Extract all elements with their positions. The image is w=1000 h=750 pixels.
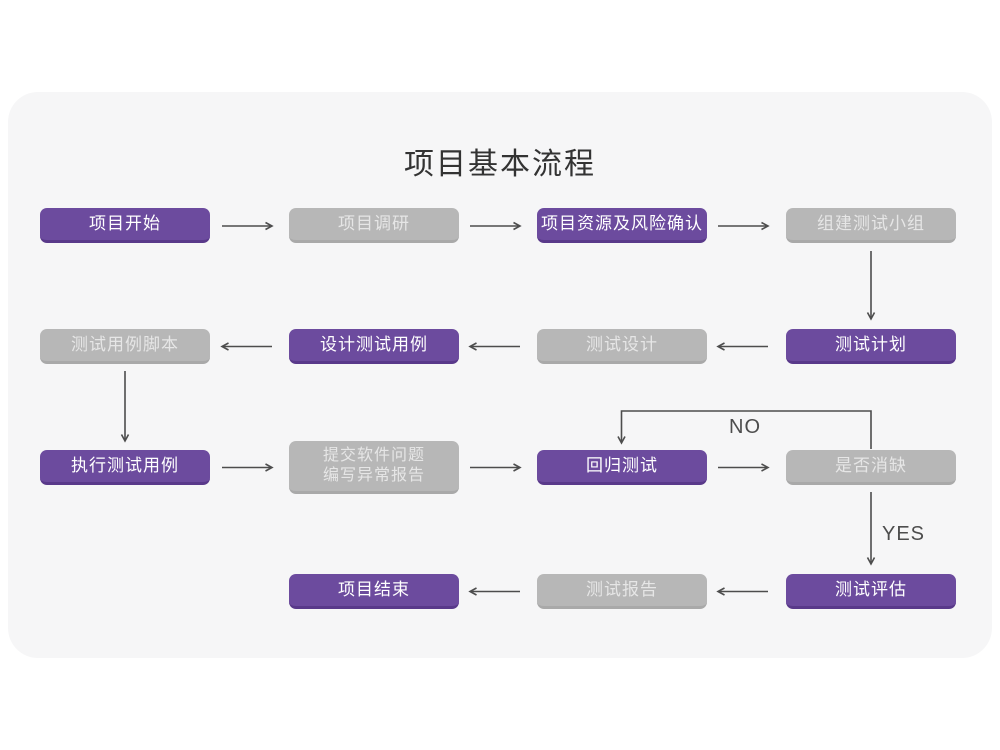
node-test-evaluation: 测试评估 — [786, 574, 956, 609]
node-project-start: 项目开始 — [40, 208, 210, 243]
node-project-end: 项目结束 — [289, 574, 459, 609]
page-title: 项目基本流程 — [404, 148, 596, 181]
node-test-plan: 测试计划 — [786, 329, 956, 364]
node-submit-issue-line2: 编写异常报告 — [322, 467, 425, 484]
node-execute-test-case: 执行测试用例 — [40, 450, 210, 485]
node-test-report: 测试报告 — [537, 574, 707, 609]
node-submit-issue-line1: 提交软件问题 — [322, 447, 425, 464]
node-design-test-case: 设计测试用例 — [289, 329, 459, 364]
flowchart-card — [8, 92, 992, 658]
node-defect-cleared: 是否消缺 — [786, 450, 956, 485]
node-submit-issue: 提交软件问题 编写异常报告 — [289, 441, 459, 494]
node-resource-risk: 项目资源及风险确认 — [537, 208, 707, 243]
node-test-design: 测试设计 — [537, 329, 707, 364]
node-project-research: 项目调研 — [289, 208, 459, 243]
node-regression-test: 回归测试 — [537, 450, 707, 485]
node-build-test-team: 组建测试小组 — [786, 208, 956, 243]
node-test-case-script: 测试用例脚本 — [40, 329, 210, 364]
